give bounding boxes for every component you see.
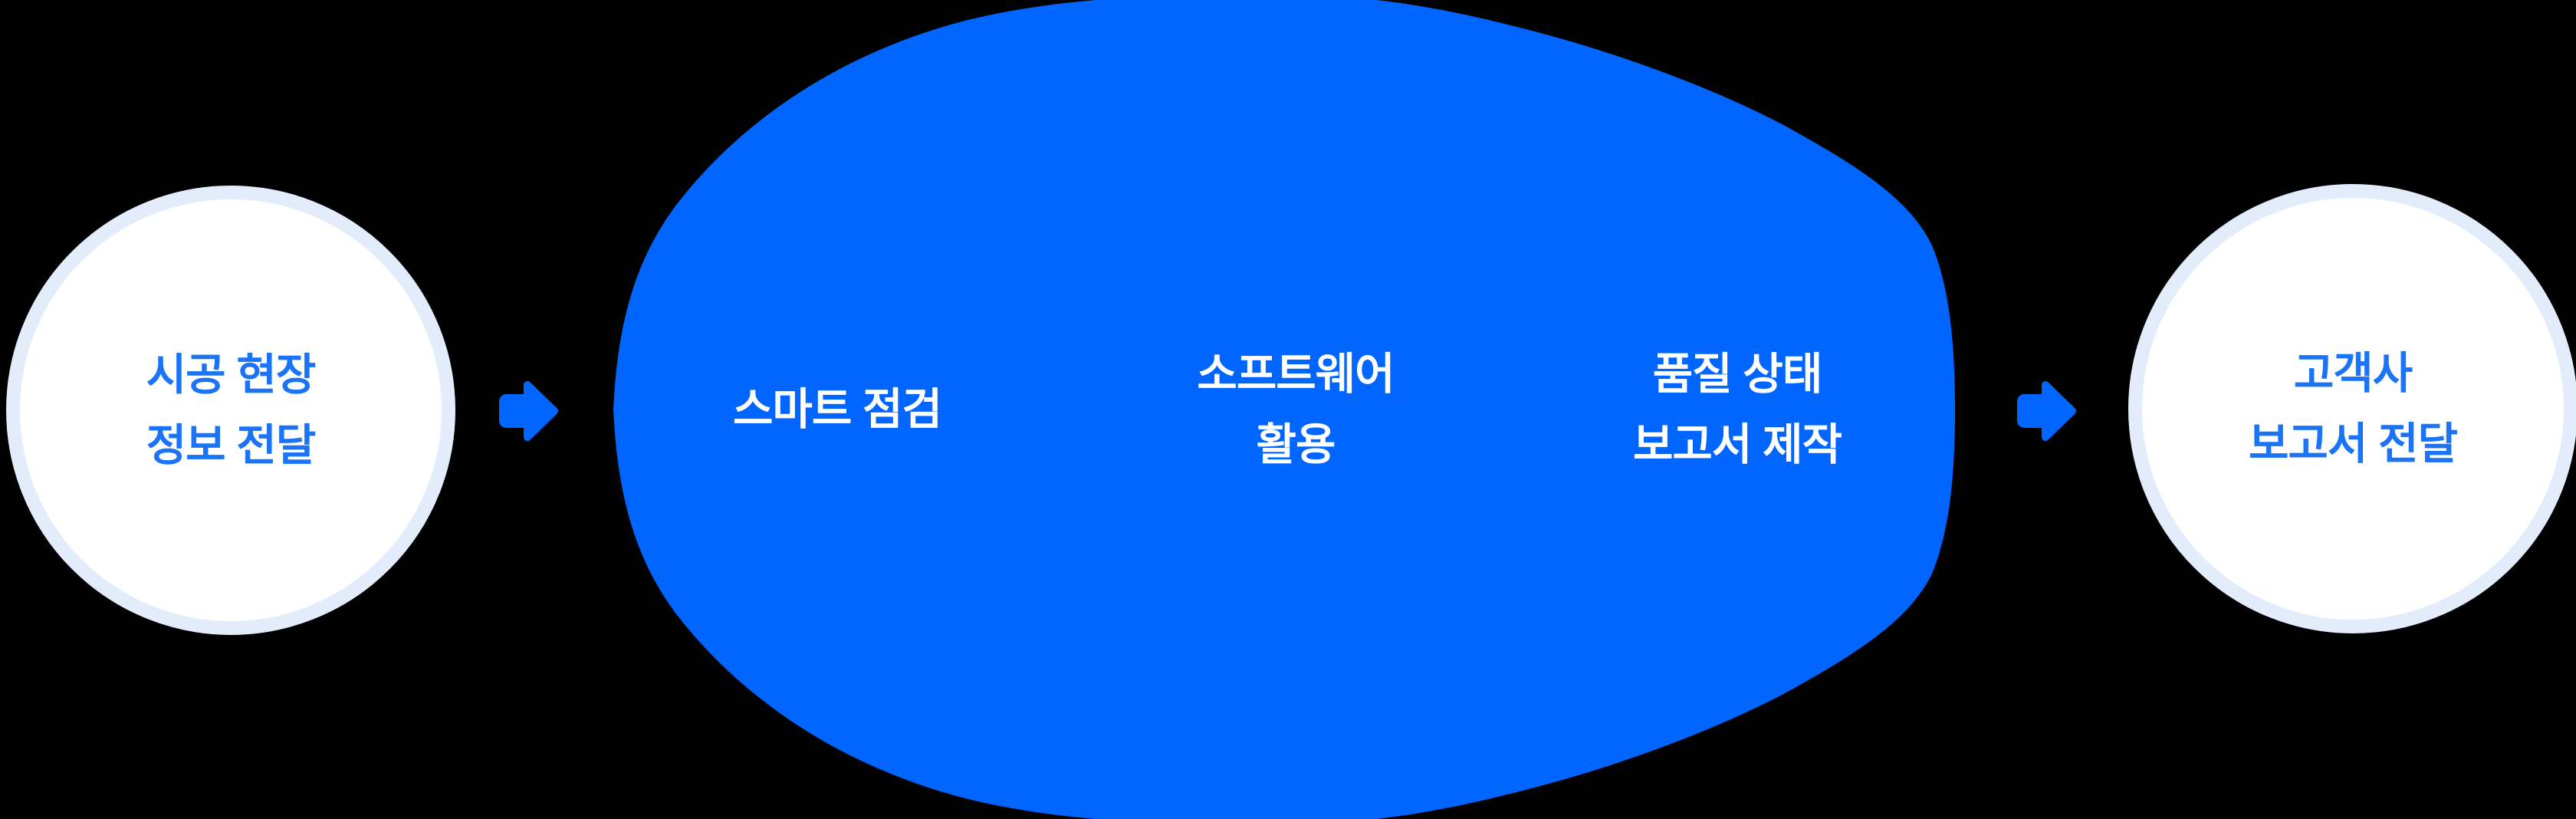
- label-line: 보고서 제작: [1632, 420, 1842, 469]
- process-step-2-label: 소프트웨어 활용: [1197, 339, 1395, 480]
- label-line: 시공 현장: [146, 350, 317, 400]
- start-node: 시공 현장 정보 전달: [6, 186, 455, 635]
- label-line: 보고서 전달: [2248, 419, 2458, 469]
- start-node-label: 시공 현장 정보 전달: [146, 340, 317, 481]
- flow-arrow-icon: [2017, 381, 2076, 441]
- process-step-1-label: 스마트 점검: [732, 374, 942, 445]
- label-line: 스마트 점검: [732, 385, 942, 434]
- flow-arrow-icon: [499, 381, 558, 441]
- label-line: 품질 상태: [1652, 350, 1823, 399]
- end-node-label: 고객사 보고서 전달: [2248, 338, 2458, 479]
- label-line: 고객사: [2293, 349, 2413, 398]
- label-line: 활용: [1256, 420, 1336, 469]
- label-line: 소프트웨어: [1197, 350, 1395, 399]
- label-line: 정보 전달: [146, 421, 317, 470]
- process-blob-shape: [613, 0, 1955, 819]
- end-node: 고객사 보고서 전달: [2128, 184, 2576, 633]
- process-step-3-label: 품질 상태 보고서 제작: [1633, 339, 1842, 480]
